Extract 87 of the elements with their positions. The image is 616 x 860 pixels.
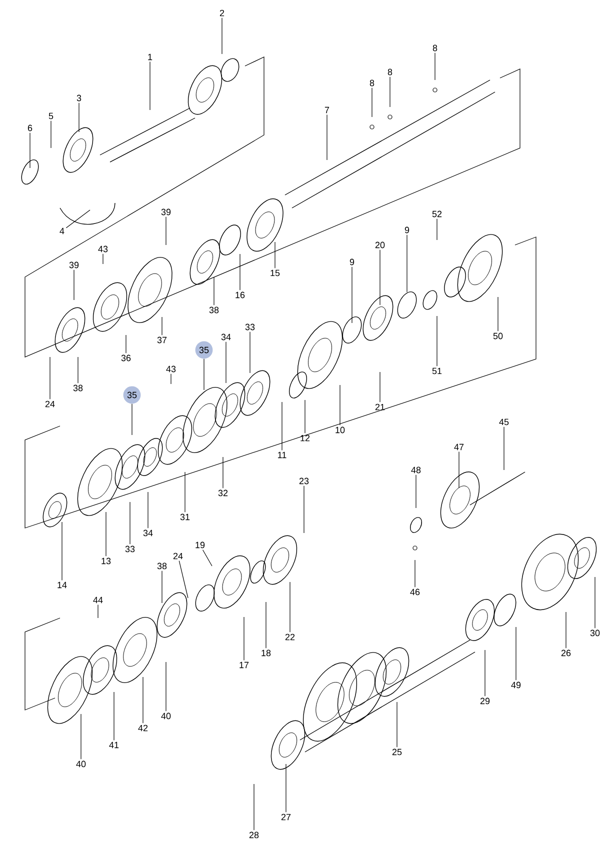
- callout-number: 28: [249, 832, 259, 838]
- leader-line: [274, 242, 276, 268]
- callout-number: 30: [590, 630, 600, 636]
- callout-number: 21: [375, 404, 385, 410]
- leader-line: [406, 234, 408, 292]
- leader-line: [178, 560, 188, 598]
- callout-number: 6: [28, 124, 32, 132]
- callout-number: 3: [76, 94, 82, 102]
- callout-number: 9: [404, 226, 410, 234]
- leader-line: [78, 102, 80, 132]
- callout-number: 45: [499, 418, 509, 426]
- leader-line: [414, 560, 416, 588]
- leader-line: [594, 576, 596, 628]
- callout-number: 39: [69, 262, 79, 268]
- leader-line: [142, 676, 144, 724]
- callout-number: 2: [220, 10, 224, 16]
- callout-number: 15: [270, 270, 280, 276]
- callout-number: 47: [454, 444, 464, 450]
- callout-number: 38: [209, 306, 219, 314]
- leader-line: [484, 650, 486, 696]
- callout-number: 18: [262, 650, 271, 656]
- callout-number: 43: [166, 366, 176, 372]
- leader-line: [326, 114, 328, 160]
- callout-number: 1: [148, 54, 152, 60]
- callout-number: 37: [157, 336, 167, 344]
- callout-number: 12: [300, 434, 310, 442]
- callout-number: 4: [60, 228, 64, 234]
- callout-number: 8: [432, 44, 438, 52]
- callout-number: 49: [511, 682, 521, 688]
- callout-number: 39: [161, 208, 171, 216]
- callout-number: 34: [221, 334, 231, 340]
- callout-number: 29: [480, 698, 490, 704]
- callout-number: 32: [218, 490, 228, 496]
- leader-line: [458, 452, 460, 488]
- callout-number: 50: [493, 332, 503, 340]
- callout-number: 34: [143, 530, 153, 536]
- highlighted-callout-number: 35: [195, 341, 213, 359]
- callout-number: 9: [350, 258, 354, 266]
- leader-line: [102, 254, 104, 264]
- leader-line: [66, 210, 90, 228]
- callout-number: 11: [278, 452, 286, 458]
- callout-number: 40: [161, 712, 171, 720]
- leader-line: [170, 374, 172, 384]
- callout-number: 33: [125, 546, 135, 552]
- callout-number: 8: [370, 80, 374, 86]
- callout-number: 14: [58, 582, 67, 588]
- callout-number: 10: [336, 426, 345, 434]
- leader-line: [184, 472, 186, 512]
- callout-number: 51: [432, 368, 442, 374]
- callout-number: 38: [157, 562, 167, 570]
- callout-number: 43: [98, 246, 108, 252]
- leader-line: [222, 456, 224, 488]
- leader-line: [436, 218, 438, 240]
- callout-number: 16: [236, 292, 245, 298]
- leader-line: [80, 714, 82, 760]
- callout-number: 24: [173, 552, 183, 560]
- callout-number: 7: [324, 106, 330, 114]
- callout-number: 27: [281, 814, 291, 820]
- callout-number: 48: [411, 466, 421, 474]
- callout-number: 33: [245, 324, 255, 330]
- leader-line: [436, 316, 438, 366]
- callout-number: 22: [285, 634, 295, 640]
- leader-line: [434, 52, 436, 80]
- callout-number: 42: [138, 724, 148, 732]
- callout-number: 52: [432, 210, 442, 218]
- callout-number: 31: [180, 514, 190, 520]
- callout-number: 44: [93, 596, 103, 604]
- leader-line: [202, 550, 212, 566]
- callout-number: 5: [48, 112, 54, 120]
- leader-line: [396, 702, 398, 748]
- callout-number: 8: [388, 68, 392, 76]
- callout-number: 20: [375, 242, 385, 248]
- leader-line: [50, 120, 52, 148]
- callout-number: 25: [392, 748, 402, 756]
- callout-number: 19: [196, 542, 205, 548]
- callout-number: 13: [102, 558, 111, 564]
- callout-number: 40: [76, 760, 86, 768]
- callout-number: 23: [299, 478, 309, 484]
- callout-number: 26: [561, 650, 571, 656]
- callout-number: 24: [45, 400, 55, 408]
- leader-line: [304, 400, 306, 434]
- highlighted-callout-number: 35: [123, 386, 141, 404]
- callout-number: 46: [410, 588, 420, 596]
- callout-number: 38: [73, 384, 83, 392]
- callout-number: 41: [109, 742, 119, 748]
- callout-number: 36: [121, 354, 131, 362]
- callout-number: 17: [240, 662, 249, 668]
